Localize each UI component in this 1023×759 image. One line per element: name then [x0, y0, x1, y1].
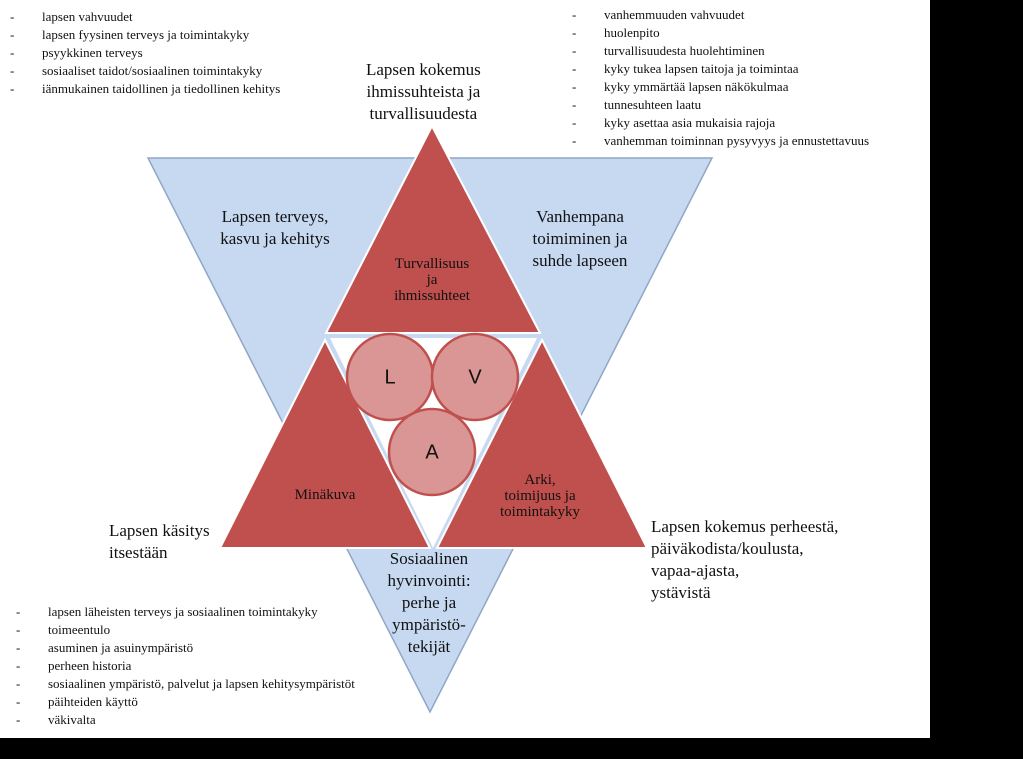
list-item: väkivalta	[8, 711, 355, 729]
list-item: psyykkinen terveys	[2, 44, 280, 62]
list-item: perheen historia	[8, 657, 355, 675]
circle-a	[387, 407, 477, 497]
list-item: päihteiden käyttö	[8, 693, 355, 711]
parent-factors-list: vanhemmuuden vahvuudet huolenpito turval…	[564, 6, 869, 150]
list-item: vanhemmuuden vahvuudet	[564, 6, 869, 24]
circle-v	[430, 332, 520, 422]
circle-label-l: L	[384, 366, 396, 389]
circle-label-a: A	[425, 441, 439, 464]
red-triangle-left	[218, 337, 432, 549]
child-factors-list: lapsen vahvuudet lapsen fyysinen terveys…	[2, 8, 280, 98]
list-item: lapsen fyysinen terveys ja toimintakyky	[2, 26, 280, 44]
blue-label-right: Vanhempana toimiminen ja suhde lapseen	[532, 207, 628, 270]
blue-label-bottom: Sosiaalinen hyvinvointi: perhe ja ympäri…	[387, 549, 471, 656]
list-item: turvallisuudesta huolehtiminen	[564, 42, 869, 60]
circle-label-v: V	[468, 366, 482, 389]
list-item: asuminen ja asuinympäristö	[8, 639, 355, 657]
outer-label-right: Lapsen kokemus perheestä, päiväkodista/k…	[651, 517, 839, 602]
red-label-right: Arki, toimijuus ja toimintakyky	[500, 472, 580, 520]
list-item: iänmukainen taidollinen ja tiedollinen k…	[2, 80, 280, 98]
list-item: kyky ymmärtää lapsen näkökulmaa	[564, 78, 869, 96]
red-label-left: Minäkuva	[294, 487, 356, 503]
blue-label-left: Lapsen terveys, kasvu ja kehitys	[220, 207, 330, 248]
list-item: kyky asettaa asia mukaisia rajoja	[564, 114, 869, 132]
list-item: huolenpito	[564, 24, 869, 42]
list-item: lapsen läheisten terveys ja sosiaalinen …	[8, 603, 355, 621]
list-item: sosiaaliset taidot/sosiaalinen toimintak…	[2, 62, 280, 80]
red-triangle-right	[435, 337, 649, 549]
list-item: kyky tukea lapsen taitoja ja toimintaa	[564, 60, 869, 78]
red-triangle-top	[324, 123, 542, 334]
list-item: toimeentulo	[8, 621, 355, 639]
environment-factors-list: lapsen läheisten terveys ja sosiaalinen …	[8, 603, 355, 729]
list-item: tunnesuhteen laatu	[564, 96, 869, 114]
list-item: lapsen vahvuudet	[2, 8, 280, 26]
diagram-canvas: lapsen vahvuudet lapsen fyysinen terveys…	[0, 0, 930, 738]
outer-label-top: Lapsen kokemus ihmissuhteista ja turvall…	[366, 60, 481, 123]
list-item: sosiaalinen ympäristö, palvelut ja lapse…	[8, 675, 355, 693]
list-item: vanhemman toiminnan pysyvyys ja ennustet…	[564, 132, 869, 150]
outer-label-left: Lapsen käsitys itsestään	[109, 521, 210, 562]
triangle-diagram	[146, 123, 714, 714]
red-label-top: Turvallisuus ja ihmissuhteet	[394, 256, 470, 304]
